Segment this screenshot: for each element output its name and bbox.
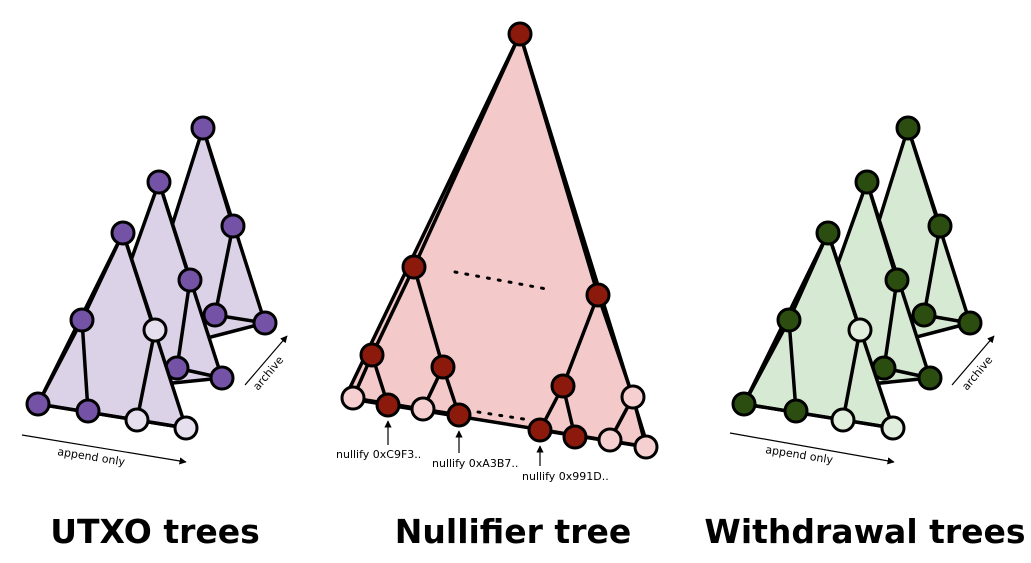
withdrawal-node — [854, 169, 880, 195]
utxo-append-arrow — [21, 434, 187, 465]
withdrawal-leaf — [783, 398, 809, 424]
nullifier-leaf-empty — [410, 396, 436, 422]
utxo-node — [69, 307, 95, 333]
withdrawal-append-arrow — [729, 432, 895, 465]
nullifier-leaf — [562, 424, 588, 450]
utxo-tree-front — [25, 220, 199, 441]
nullifier-root — [507, 21, 533, 47]
withdrawal-trees: append only archive Withdrawal trees — [704, 115, 1026, 551]
nullifier-leaf — [527, 417, 553, 443]
withdrawal-leaf-empty — [880, 415, 906, 441]
utxo-node — [190, 115, 216, 141]
nullifier-leaf — [446, 402, 472, 428]
withdrawal-leaf-empty — [830, 407, 856, 433]
nullifier-node — [401, 254, 427, 280]
withdrawal-node — [927, 213, 953, 239]
utxo-node — [209, 365, 235, 391]
utxo-leaf — [75, 398, 101, 424]
utxo-leaf-empty — [124, 407, 150, 433]
withdrawal-archive-arrow — [951, 335, 995, 386]
nullifier-node — [359, 342, 385, 368]
utxo-node — [177, 267, 203, 293]
utxo-node-empty — [142, 317, 168, 343]
nullify-label-2: nullify 0xA3B7.. — [432, 457, 518, 470]
withdrawal-node — [957, 310, 983, 336]
nullify-label-1: nullify 0xC9F3.. — [336, 448, 421, 461]
nullifier-node — [430, 354, 456, 380]
nullifier-title: Nullifier tree — [395, 512, 631, 551]
nullifier-leaf-empty — [633, 434, 659, 460]
withdrawal-node — [895, 115, 921, 141]
utxo-node — [110, 220, 136, 246]
utxo-node — [252, 310, 278, 336]
withdrawal-node — [917, 365, 943, 391]
withdrawal-node — [776, 307, 802, 333]
nullifier-leaf-empty — [597, 427, 623, 453]
utxo-leaf — [25, 391, 51, 417]
utxo-archive-arrow — [244, 335, 288, 386]
utxo-node — [220, 213, 246, 239]
withdrawal-leaf — [731, 391, 757, 417]
withdrawal-archive-label: archive — [959, 353, 995, 392]
nullifier-leaf-empty — [340, 385, 366, 411]
nullify-label-3: nullify 0x991D.. — [522, 470, 609, 483]
nullifier-leaf — [375, 392, 401, 418]
withdrawal-node — [884, 267, 910, 293]
utxo-title: UTXO trees — [50, 512, 260, 551]
utxo-node — [146, 169, 172, 195]
utxo-append-label: append only — [57, 445, 127, 469]
utxo-leaf-empty — [173, 415, 199, 441]
withdrawal-tree-front — [731, 220, 906, 441]
nullifier-node — [585, 282, 611, 308]
withdrawal-node-empty — [847, 317, 873, 343]
nullifier-tree: nullify 0xC9F3.. nullify 0xA3B7.. nullif… — [336, 21, 659, 551]
withdrawal-node — [911, 302, 937, 328]
withdrawal-append-label: append only — [765, 443, 835, 467]
utxo-trees: append only archive UTXO trees — [21, 115, 288, 551]
withdrawal-node — [815, 220, 841, 246]
nullifier-node — [550, 373, 576, 399]
ellipsis-dots — [476, 410, 532, 422]
withdrawal-title: Withdrawal trees — [704, 512, 1025, 551]
nullifier-node-empty — [620, 384, 646, 410]
utxo-node — [202, 302, 228, 328]
